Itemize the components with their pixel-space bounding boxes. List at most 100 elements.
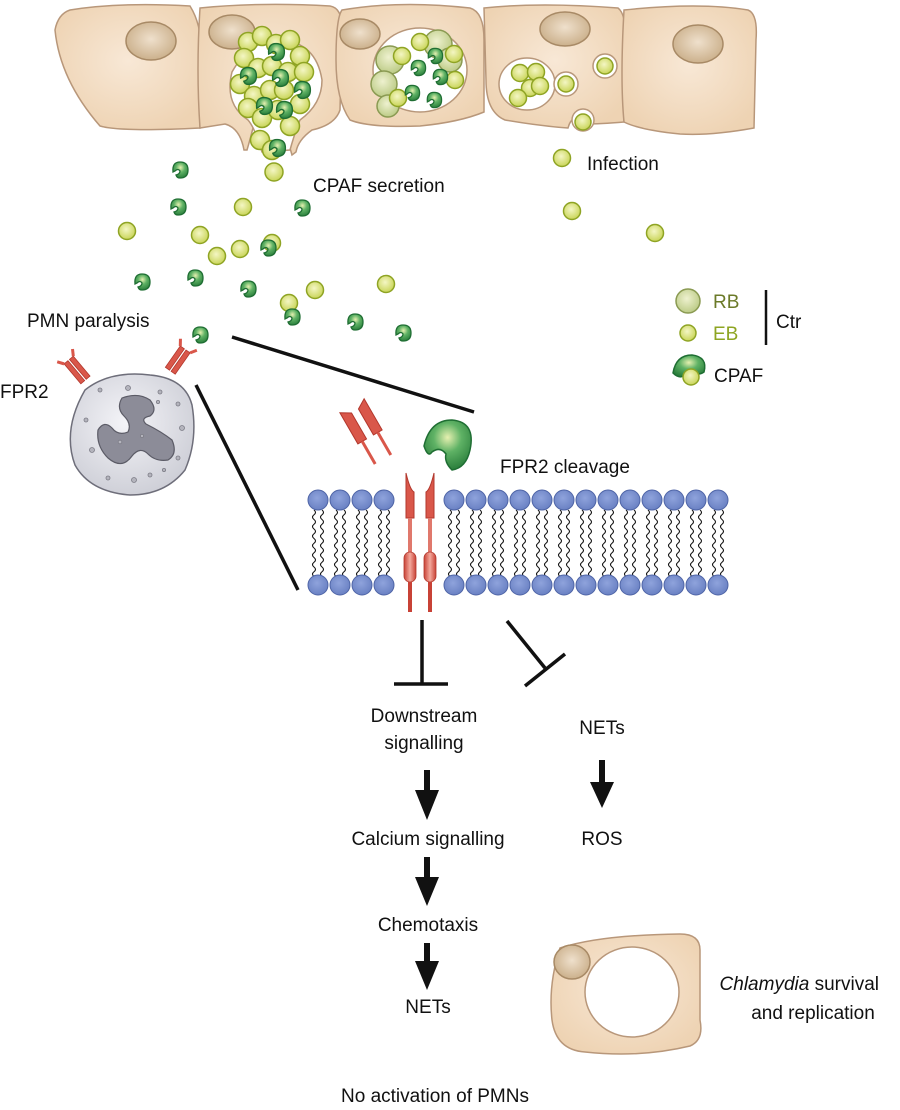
cell-nucleus — [672, 24, 724, 64]
lipid-head-inner — [531, 574, 553, 596]
cpaf-icon — [284, 308, 301, 326]
lipid-head-inner — [641, 574, 663, 596]
eb-particle — [444, 44, 464, 64]
lipid-tail — [513, 509, 519, 549]
fpr2-receptor-icon — [56, 348, 91, 385]
cpaf-icon — [172, 161, 189, 179]
epithelial-cell — [54, 3, 202, 131]
epithelial-layer — [54, 3, 758, 157]
plasma-membrane — [307, 489, 729, 596]
lipid-head-inner — [597, 574, 619, 596]
lipid-head-outer — [531, 489, 553, 511]
lipid-head-outer — [575, 489, 597, 511]
lipid-tail — [333, 509, 339, 549]
legend-rb-icon — [675, 288, 701, 314]
eb-particle — [279, 29, 301, 51]
cpaf-icon — [271, 68, 290, 88]
pmn-multilobed-nucleus — [97, 394, 175, 465]
lipid-tail — [689, 509, 695, 549]
lipid-tail — [587, 509, 593, 549]
eb-particle — [233, 47, 255, 69]
arrow-down-icon — [415, 857, 439, 906]
cpaf-icon — [192, 326, 209, 344]
fpr2-receptor-membrane — [403, 472, 437, 612]
cpaf-icon — [404, 84, 421, 102]
cpaf-icon — [268, 138, 287, 158]
eb-particle — [293, 61, 315, 83]
cleaved-fpr2-fragment — [339, 397, 393, 465]
eb-particle — [233, 197, 253, 217]
lipid-tail — [675, 509, 681, 549]
lipid-head-outer — [329, 489, 351, 511]
eb-particle — [530, 76, 550, 96]
lipid-tail — [645, 509, 651, 549]
lipid-tail — [623, 509, 629, 549]
lipid-head-outer — [373, 489, 395, 511]
label-chlamydia-italic: Chlamydia — [720, 974, 810, 995]
lipid-tail — [543, 509, 549, 549]
lipid-head-inner — [307, 574, 329, 596]
cpaf-icon — [427, 47, 444, 65]
lipid-tail — [477, 509, 483, 549]
legend-rb-label: RB — [713, 292, 739, 313]
lipid-head-inner — [553, 574, 575, 596]
label-no-activation: No activation of PMNs — [341, 1086, 529, 1107]
lipid-head-inner — [575, 574, 597, 596]
arrow-down-icon — [415, 943, 439, 990]
label-nets-right: NETs — [579, 718, 624, 739]
legend: RB EB Ctr CPAF — [672, 288, 802, 387]
cpaf-icon — [426, 91, 443, 109]
label-downstream-line1: Downstream — [371, 706, 478, 727]
eb-particle — [552, 148, 572, 168]
lipid-tail — [601, 509, 607, 549]
lipid-head-inner — [707, 574, 729, 596]
lipid-tail — [667, 509, 673, 549]
eb-particle — [376, 274, 396, 294]
lipid-head-inner — [619, 574, 641, 596]
cell-nucleus — [339, 18, 381, 50]
infected-cell-survival — [550, 933, 702, 1055]
cpaf-icon — [260, 239, 277, 257]
inclusion — [584, 946, 680, 1038]
label-fpr2-cleavage: FPR2 cleavage — [500, 457, 630, 478]
lipid-head-inner — [329, 574, 351, 596]
eb-particle — [305, 280, 325, 300]
cpaf-icon — [134, 273, 151, 291]
legend-cpaf-icon — [672, 354, 706, 386]
label-and-replication: and replication — [751, 1003, 875, 1024]
cpaf-icon — [255, 96, 274, 116]
lipid-tail — [535, 509, 541, 549]
cell-nucleus — [125, 21, 177, 61]
lipid-tail — [377, 509, 383, 549]
lipid-tail — [363, 509, 369, 549]
label-nets-bottom: NETs — [405, 997, 450, 1018]
lipid-head-inner — [443, 574, 465, 596]
lipid-tail — [631, 509, 637, 549]
pmn-granules — [83, 385, 185, 483]
zoom-connector-top — [231, 335, 475, 414]
lipid-tail — [565, 509, 571, 549]
lipid-head-inner — [351, 574, 373, 596]
cpaf-icon — [240, 280, 257, 298]
cpaf-icon — [347, 313, 364, 331]
lipid-tail — [385, 509, 391, 549]
label-calcium-signalling: Calcium signalling — [351, 829, 504, 850]
eb-particle — [410, 32, 430, 52]
inhibition-arrow-downstream — [394, 620, 448, 686]
label-survival: survival — [809, 974, 879, 995]
lipid-tail — [521, 509, 527, 549]
lipid-tail — [447, 509, 453, 549]
lipid-head-outer — [509, 489, 531, 511]
label-pmn-paralysis: PMN paralysis — [27, 311, 149, 332]
lipid-tail — [697, 509, 703, 549]
eb-particle — [508, 88, 528, 108]
lipid-head-outer — [351, 489, 373, 511]
lipid-head-inner — [685, 574, 707, 596]
lipid-head-inner — [509, 574, 531, 596]
lipid-head-inner — [663, 574, 685, 596]
neutrophil-pmn — [56, 338, 198, 496]
lipid-tail — [319, 509, 325, 549]
legend-eb-label: EB — [713, 324, 738, 345]
lipid-head-outer — [685, 489, 707, 511]
eb-particle — [392, 46, 412, 66]
